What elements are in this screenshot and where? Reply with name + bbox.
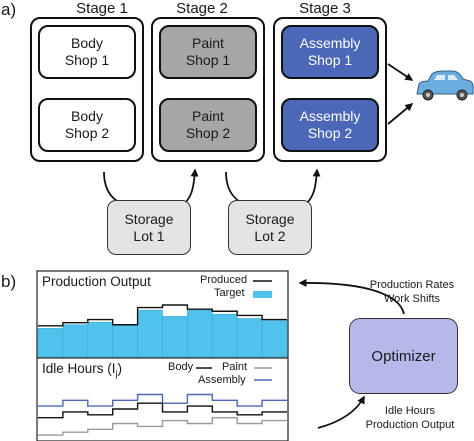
idle-chart-title: Idle Hours (Ij) bbox=[42, 361, 122, 379]
target-bar bbox=[62, 324, 89, 358]
storage-lot-1-line1: Storage bbox=[124, 210, 174, 227]
assembly-shop-2: Assembly Shop 2 bbox=[281, 98, 379, 152]
assembly-shop-2-line1: Assembly bbox=[299, 108, 361, 124]
car-icon bbox=[416, 70, 474, 101]
target-bar bbox=[212, 314, 238, 358]
storage-lot-2-line1: Storage bbox=[245, 210, 295, 227]
target-bar bbox=[162, 316, 188, 358]
paint-shop-1-line1: Paint bbox=[192, 35, 224, 51]
stage-1-title: Stage 1 bbox=[76, 0, 128, 17]
optimizer-label: Optimizer bbox=[371, 347, 436, 365]
target-bar bbox=[137, 309, 163, 358]
body-shop-1-line1: Body bbox=[71, 35, 103, 51]
target-bar bbox=[236, 318, 263, 358]
optimizer-box: Optimizer bbox=[349, 318, 458, 394]
paint-shop-2-line1: Paint bbox=[192, 108, 224, 124]
assembly-shop-2-line2: Shop 2 bbox=[307, 125, 353, 141]
body-shop-2-line2: Shop 2 bbox=[64, 125, 110, 141]
storage-lot-1: Storage Lot 1 bbox=[107, 200, 191, 255]
arrow-plant-to-optimizer bbox=[317, 395, 365, 429]
paint-shop-2: Paint Shop 2 bbox=[159, 98, 257, 152]
storage-lot-2-line2: Lot 2 bbox=[254, 227, 286, 244]
assembly-idle-line bbox=[38, 393, 287, 407]
stage-3-title: Stage 3 bbox=[299, 0, 351, 17]
paint-shop-1: Paint Shop 1 bbox=[159, 25, 257, 79]
optimizer-input-1: Production Rates bbox=[369, 279, 455, 291]
body-idle-line bbox=[38, 402, 287, 419]
assembly-shop-1: Assembly Shop 1 bbox=[281, 25, 379, 79]
optimizer-output-2: Production Output bbox=[365, 419, 455, 431]
stage-2-frame bbox=[151, 17, 265, 162]
panel-label-a: a) bbox=[1, 0, 17, 19]
optimizer-outputs-text: Idle Hours Production Output bbox=[346, 404, 474, 432]
paint-idle-line bbox=[38, 417, 287, 436]
paint-shop-2-line2: Shop 2 bbox=[185, 125, 231, 141]
arrow-assembly1-to-car bbox=[387, 63, 414, 81]
body-shop-1-line2: Shop 1 bbox=[64, 52, 110, 68]
body-shop-2: Body Shop 2 bbox=[38, 98, 136, 152]
storage-lot-1-line2: Lot 1 bbox=[133, 227, 165, 244]
panel-label-b: b) bbox=[1, 272, 17, 291]
paint-shop-1-line2: Shop 1 bbox=[185, 52, 231, 68]
optimizer-input-2: Work Shifts bbox=[383, 293, 441, 305]
optimizer-inputs-text: Production Rates Work Shifts bbox=[356, 278, 468, 306]
target-bar bbox=[261, 320, 288, 358]
target-bar bbox=[187, 309, 213, 358]
storage-lot-2: Storage Lot 2 bbox=[228, 200, 312, 255]
legend-target-label: Target bbox=[214, 287, 245, 299]
body-shop-1: Body Shop 1 bbox=[38, 25, 136, 79]
production-output-chart bbox=[36, 270, 289, 359]
stage-3-frame bbox=[273, 17, 387, 162]
legend-produced-label: Produced bbox=[200, 274, 248, 286]
arrow-assembly2-to-car bbox=[387, 103, 414, 125]
legend-paint-label: Paint bbox=[222, 361, 248, 373]
idle-chart-title-sub: j bbox=[115, 368, 118, 379]
target-bar bbox=[87, 321, 114, 358]
body-shop-2-line1: Body bbox=[71, 108, 103, 124]
assembly-shop-1-line2: Shop 1 bbox=[307, 52, 353, 68]
production-chart-title: Production Output bbox=[42, 274, 151, 289]
legend-assembly-label: Assembly bbox=[198, 374, 246, 386]
target-bar bbox=[37, 328, 64, 358]
legend-body-label: Body bbox=[168, 361, 194, 373]
stage-1-frame bbox=[30, 17, 144, 162]
idle-chart-title-main: Idle Hours (I bbox=[42, 361, 116, 376]
target-bar bbox=[112, 324, 138, 358]
idle-hours-chart bbox=[36, 357, 289, 441]
produced-line bbox=[38, 304, 287, 327]
arrow-optimizer-to-plant bbox=[298, 278, 405, 315]
idle-chart-title-end: ) bbox=[117, 361, 123, 376]
stage-2-title: Stage 2 bbox=[176, 0, 228, 17]
assembly-shop-1-line1: Assembly bbox=[299, 35, 361, 51]
optimizer-output-1: Idle Hours bbox=[384, 405, 436, 417]
legend-target-swatch bbox=[253, 291, 272, 298]
